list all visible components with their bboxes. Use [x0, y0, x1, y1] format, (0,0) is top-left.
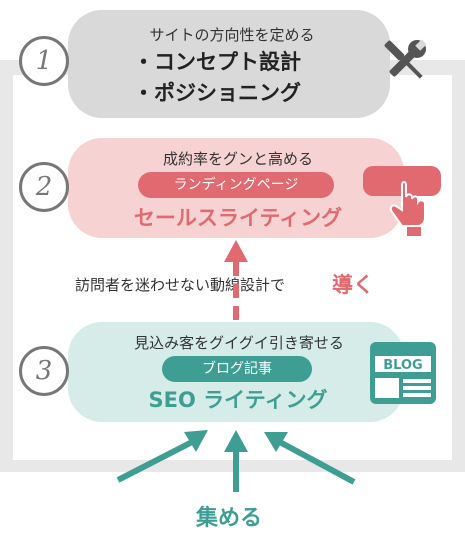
tools-icon	[384, 39, 427, 79]
blog-icon-label: BLOG	[383, 358, 422, 373]
step3-number: 3	[19, 346, 69, 396]
blog-icon: BLOG	[370, 342, 436, 404]
connector-accent: 導く	[332, 273, 374, 297]
step1-subtitle: サイトの方向性を定める	[149, 26, 315, 44]
step2-title: セールスライティング	[133, 206, 343, 230]
click-hand-icon	[363, 166, 441, 236]
step3-badge: ブログ記事	[162, 356, 312, 382]
step1-bullet-concept: ・コンセプト設計	[133, 50, 301, 74]
step1-number: 1	[19, 36, 69, 86]
step3-title: SEO ライティング	[148, 388, 328, 412]
collect-label: 集める	[196, 506, 263, 531]
step1-bullet-positioning: ・ポジショニング	[133, 81, 301, 105]
connector-text: 訪問者を迷わせない動線設計で	[75, 276, 286, 294]
up-arrow	[224, 240, 248, 320]
collect-arrows	[116, 430, 356, 492]
step2-badge: ランディングページ	[138, 172, 334, 198]
step2-number: 2	[19, 162, 69, 212]
step1-panel	[68, 10, 390, 118]
step3-subtitle: 見込み客をグイグイ引き寄せる	[134, 334, 344, 352]
step2-subtitle: 成約率をグンと高める	[162, 150, 313, 168]
